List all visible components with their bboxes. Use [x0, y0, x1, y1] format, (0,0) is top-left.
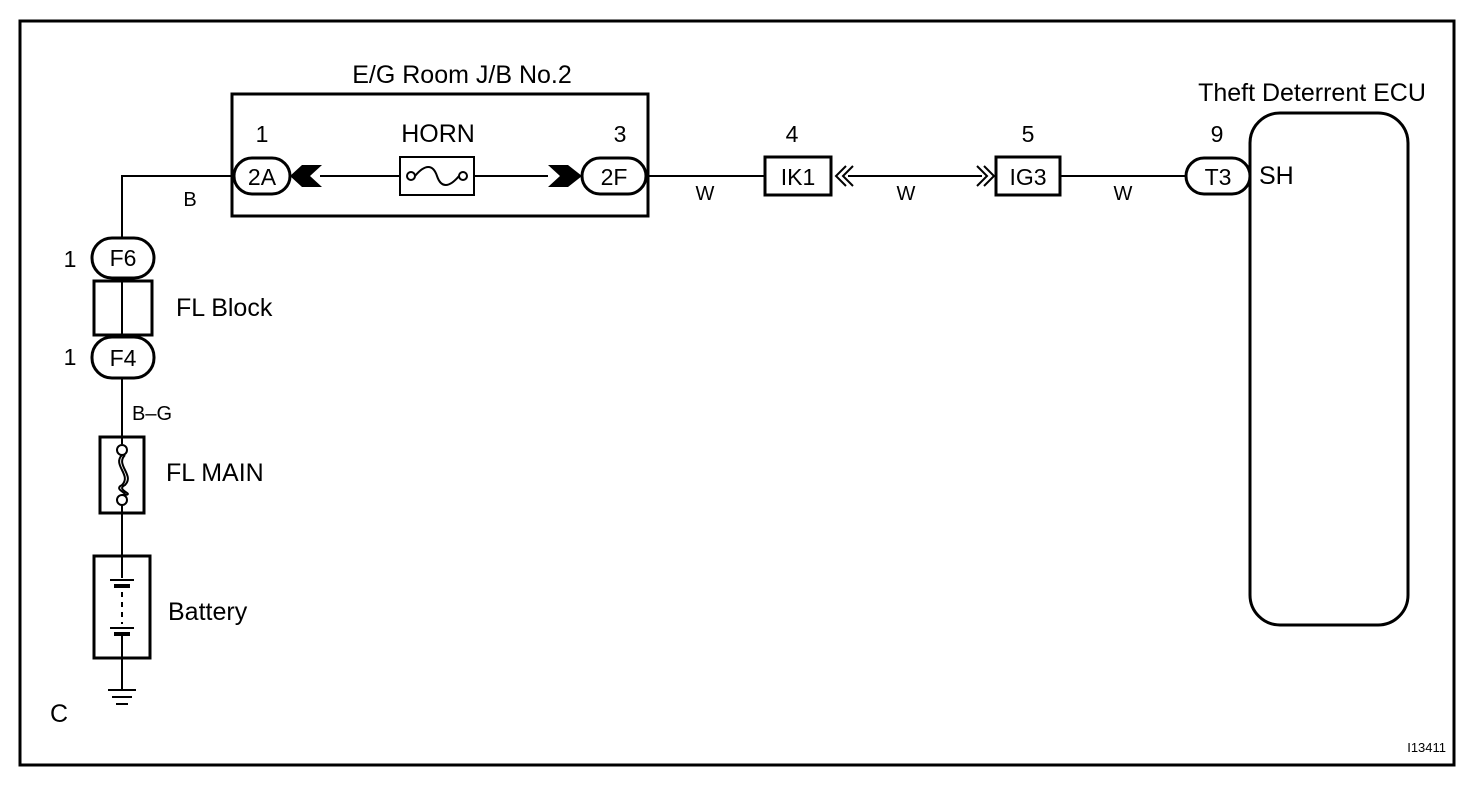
connector-ig3-label: IG3 — [1009, 164, 1046, 190]
horn-fuse — [399, 156, 475, 196]
junction-left-pin: 1 — [256, 121, 269, 147]
connector-f4-pin: 1 — [64, 344, 77, 370]
connector-t3-pin: 9 — [1211, 121, 1224, 147]
connector-ig3 — [994, 155, 1062, 197]
inline-arrow-left-icon — [834, 165, 854, 187]
connector-ik1-label: IK1 — [781, 164, 816, 190]
connector-ik1-pin: 4 — [786, 121, 799, 147]
figure-code: I13411 — [1407, 740, 1446, 755]
fusible-link-icon — [116, 444, 129, 506]
fuse-element-icon — [406, 166, 468, 186]
junction-right-pin: 3 — [614, 121, 627, 147]
wire-label-bg: B–G — [132, 403, 172, 425]
fl-main-label: FL MAIN — [166, 459, 264, 487]
connector-ig3-group: 5 IG3 — [976, 121, 1062, 197]
arrow-2a-icon — [290, 165, 322, 187]
connector-ig3-pin: 5 — [1022, 121, 1035, 147]
wires — [121, 175, 1186, 690]
inline-arrow-right-icon — [976, 165, 996, 187]
connector-f6 — [90, 236, 156, 280]
wire-label-w2: W — [897, 183, 916, 205]
connector-f4 — [90, 335, 156, 380]
connector-t3-label: T3 — [1205, 164, 1232, 190]
ecu-terminal-sh: SH — [1259, 162, 1294, 190]
theft-deterrent-ecu: Theft Deterrent ECU 9 T3 SH — [1184, 79, 1426, 627]
ground-icon — [108, 689, 136, 705]
battery-cell-icon — [110, 556, 134, 658]
ecu-title: Theft Deterrent ECU — [1198, 79, 1426, 107]
connector-f6-pin: 1 — [64, 246, 77, 272]
wire-label-b: B — [183, 189, 196, 211]
connector-ik1 — [763, 155, 833, 197]
connector-2a-label: 2A — [248, 164, 277, 190]
connector-f6-label: F6 — [110, 245, 137, 271]
fl-main-group: FL MAIN — [98, 435, 264, 515]
fl-block-group: 1 F6 FL Block 1 F4 — [64, 236, 273, 380]
connector-ik1-group: 4 IK1 — [763, 121, 854, 197]
ecu-box — [1248, 111, 1410, 627]
fl-block-label: FL Block — [176, 294, 273, 322]
diagram-frame — [18, 19, 1456, 767]
junction-block-box — [230, 92, 650, 218]
connector-2f-label: 2F — [601, 164, 628, 190]
ground-label: C — [50, 700, 68, 728]
battery-group: Battery — [92, 554, 248, 660]
junction-block: E/G Room J/B No.2 1 2A HORN 3 2F — [230, 61, 650, 218]
connector-f4-label: F4 — [110, 345, 137, 371]
junction-block-title: E/G Room J/B No.2 — [352, 61, 572, 89]
fl-block — [92, 279, 154, 337]
battery-label: Battery — [168, 598, 248, 626]
connector-2f — [580, 156, 648, 196]
wire-label-w1: W — [696, 183, 715, 205]
horn-fuse-label: HORN — [401, 120, 475, 148]
wire-b — [121, 175, 232, 238]
wire-label-w3: W — [1114, 183, 1133, 205]
connector-t3 — [1184, 156, 1252, 196]
fl-main — [98, 435, 146, 515]
arrow-2f-icon — [548, 165, 582, 187]
